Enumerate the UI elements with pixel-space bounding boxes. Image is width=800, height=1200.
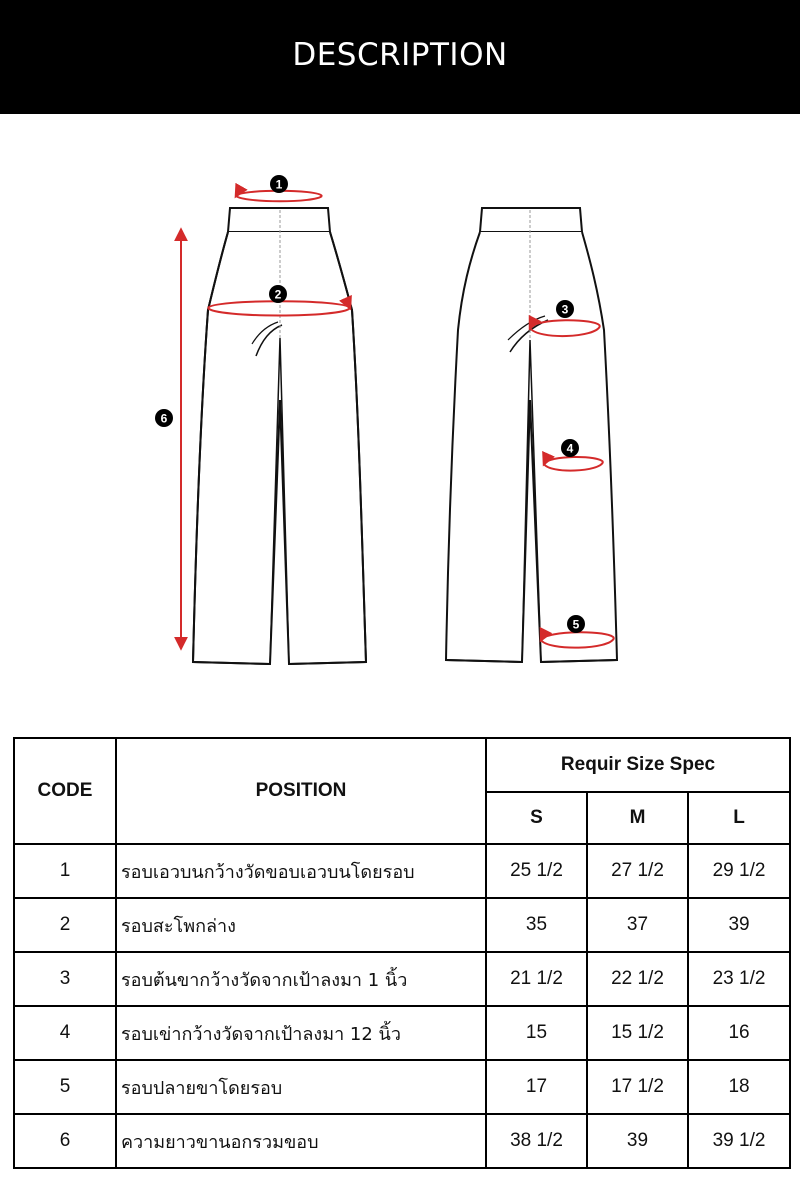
table-row: 3 รอบต้นขากว้างวัดจากเป้าลงมา 1 นิ้ว 21 … xyxy=(13,951,792,1007)
code-cell: 2 xyxy=(13,897,117,953)
table-row: 6 ความยาวขานอกรวมขอบ 38 1/2 39 39 1/2 xyxy=(13,1113,792,1169)
size-m-cell: 17 1/2 xyxy=(586,1059,689,1115)
size-l-cell: 39 xyxy=(686,897,792,953)
size-s-cell: 15 xyxy=(485,1005,588,1061)
position-cell: รอบต้นขากว้างวัดจากเป้าลงมา 1 นิ้ว xyxy=(115,951,487,1007)
size-s-cell: 17 xyxy=(485,1059,588,1115)
position-cell: รอบปลายขาโดยรอบ xyxy=(115,1059,487,1115)
size-m-cell: 39 xyxy=(586,1113,689,1169)
marker-3: 3 xyxy=(556,300,574,318)
position-cell: รอบสะโพกล่าง xyxy=(115,897,487,953)
size-s-cell: 35 xyxy=(485,897,588,953)
svg-text:1: 1 xyxy=(276,178,283,192)
code-header: CODE xyxy=(13,737,117,845)
code-cell: 3 xyxy=(13,951,117,1007)
table-row: 2 รอบสะโพกล่าง 35 37 39 xyxy=(13,897,792,953)
marker-6: 6 xyxy=(155,409,173,427)
svg-text:2: 2 xyxy=(275,288,282,302)
size-spec-table: CODE POSITION Requir Size Spec S M L 1 ร… xyxy=(13,737,792,1169)
position-cell: ความยาวขานอกรวมขอบ xyxy=(115,1113,487,1169)
marker-5: 5 xyxy=(567,615,585,633)
size-l-cell: 39 1/2 xyxy=(686,1113,792,1169)
size-header-s: S xyxy=(485,791,588,845)
size-header-m: M xyxy=(586,791,689,845)
measurement-arrows xyxy=(174,182,615,651)
knee-measure-arrow xyxy=(542,450,604,467)
table-row: 4 รอบเข่ากว้างวัดจากเป้าลงมา 12 นิ้ว 15 … xyxy=(13,1005,792,1061)
marker-4: 4 xyxy=(561,439,579,457)
size-s-cell: 25 1/2 xyxy=(485,843,588,899)
back-pants-illustration xyxy=(444,207,619,664)
position-cell: รอบเข่ากว้างวัดจากเป้าลงมา 12 นิ้ว xyxy=(115,1005,487,1061)
marker-1: 1 xyxy=(270,175,288,193)
svg-text:6: 6 xyxy=(161,412,168,426)
size-m-cell: 22 1/2 xyxy=(586,951,689,1007)
code-cell: 5 xyxy=(13,1059,117,1115)
svg-text:3: 3 xyxy=(562,303,569,317)
size-l-cell: 18 xyxy=(686,1059,792,1115)
size-l-cell: 29 1/2 xyxy=(686,843,792,899)
svg-text:4: 4 xyxy=(567,442,574,456)
size-l-cell: 23 1/2 xyxy=(686,951,792,1007)
code-cell: 4 xyxy=(13,1005,117,1061)
thigh-measure-arrow xyxy=(528,314,601,331)
table-row: 1 รอบเอวบนกว้างวัดขอบเอวบนโดยรอบ 25 1/2 … xyxy=(13,843,792,899)
front-pants-illustration xyxy=(191,207,368,666)
size-m-cell: 15 1/2 xyxy=(586,1005,689,1061)
size-spec-header: Requir Size Spec xyxy=(484,737,792,793)
table-row: 5 รอบปลายขาโดยรอบ 17 17 1/2 18 xyxy=(13,1059,792,1115)
size-m-cell: 27 1/2 xyxy=(586,843,689,899)
size-s-cell: 38 1/2 xyxy=(485,1113,588,1169)
size-l-cell: 16 xyxy=(686,1005,792,1061)
code-cell: 1 xyxy=(13,843,117,899)
svg-text:5: 5 xyxy=(573,618,580,632)
header-banner: DESCRIPTION xyxy=(0,0,800,114)
pants-measurement-diagram: 1 2 3 4 5 6 xyxy=(155,175,619,666)
size-header-l: L xyxy=(686,791,792,845)
position-cell: รอบเอวบนกว้างวัดขอบเอวบนโดยรอบ xyxy=(115,843,487,899)
position-header: POSITION xyxy=(115,737,487,845)
size-m-cell: 37 xyxy=(586,897,689,953)
page-title: DESCRIPTION xyxy=(292,37,508,73)
code-cell: 6 xyxy=(13,1113,117,1169)
size-s-cell: 21 1/2 xyxy=(485,951,588,1007)
marker-2: 2 xyxy=(269,285,287,303)
